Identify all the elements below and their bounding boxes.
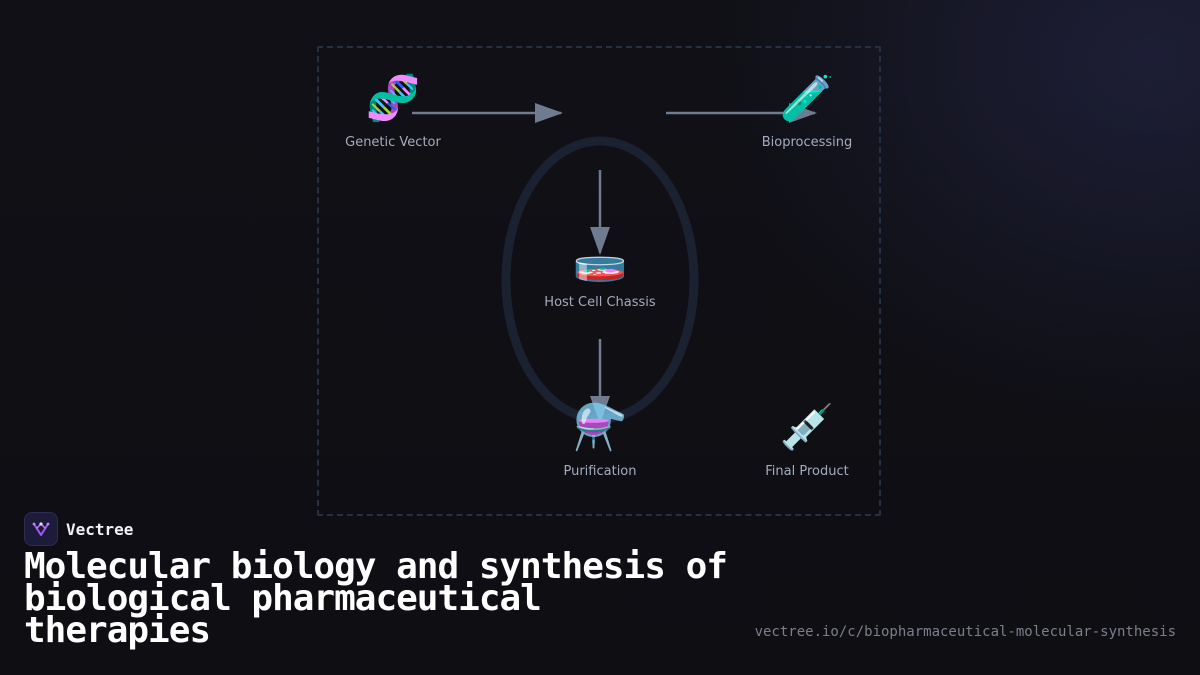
node-label-host-cell-chassis: Host Cell Chassis xyxy=(544,295,656,310)
brand[interactable]: Vectree xyxy=(24,512,133,546)
node-bioprocessing: 🧪 Bioprocessing xyxy=(727,73,887,150)
node-label-final-product: Final Product xyxy=(765,464,849,479)
node-label-bioprocessing: Bioprocessing xyxy=(761,135,853,150)
node-final-product: 💉 Final Product xyxy=(727,402,887,479)
node-genetic-vector: 🧬 Genetic Vector xyxy=(313,73,473,150)
logo-mark xyxy=(32,522,50,536)
vectree-logo-icon xyxy=(24,512,58,546)
diagram-frame xyxy=(317,46,881,516)
test-tube-icon: 🧪 xyxy=(779,73,835,124)
brand-name: Vectree xyxy=(66,519,134,539)
node-host-cell-chassis: 🧫 Host Cell Chassis xyxy=(520,233,680,310)
node-label-purification: Purification xyxy=(563,464,637,479)
page-title: Molecular biology and synthesis of biolo… xyxy=(24,546,728,651)
page-url[interactable]: vectree.io/c/biopharmaceutical-molecular… xyxy=(754,624,1176,640)
alembic-icon: ⚗️ xyxy=(572,402,628,453)
syringe-icon: 💉 xyxy=(779,402,835,453)
petri-dish-icon: 🧫 xyxy=(572,233,628,284)
node-purification: ⚗️ Purification xyxy=(520,402,680,479)
node-label-genetic-vector: Genetic Vector xyxy=(345,135,441,150)
dna-icon: 🧬 xyxy=(365,73,421,124)
